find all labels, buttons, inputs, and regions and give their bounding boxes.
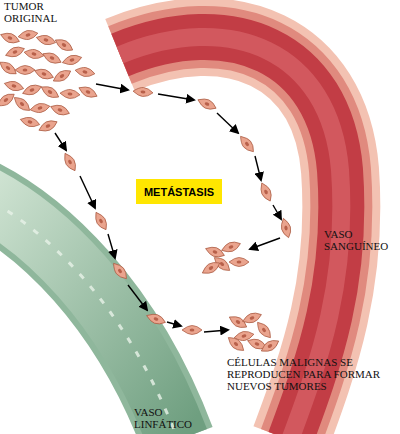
cell xyxy=(11,94,32,114)
cell xyxy=(77,84,99,101)
lymph-vessel xyxy=(0,195,178,434)
cell xyxy=(220,239,242,254)
flow-arrow xyxy=(128,285,147,310)
cell xyxy=(258,181,275,203)
cell xyxy=(110,260,130,281)
cell xyxy=(15,66,35,75)
cell xyxy=(19,115,41,129)
flow-arrow xyxy=(55,133,66,150)
annotation-label: VASO SANGUÍNEO xyxy=(324,228,396,252)
migrating-cells xyxy=(61,87,293,335)
cell xyxy=(229,258,249,267)
annotation-label: VASO LINFÁTICO xyxy=(134,406,214,430)
flow-arrows xyxy=(55,84,281,332)
lymph-texture xyxy=(0,195,178,434)
flow-arrow xyxy=(108,234,115,258)
cell xyxy=(237,133,257,154)
cell xyxy=(0,59,19,78)
box-title: METÁSTASIS xyxy=(144,186,214,198)
cell xyxy=(279,217,293,239)
cell xyxy=(259,337,281,355)
cell xyxy=(21,82,43,97)
title-box: METÁSTASIS xyxy=(136,179,222,204)
cell xyxy=(53,36,75,54)
cell xyxy=(39,83,61,101)
cell xyxy=(0,91,17,110)
cell xyxy=(182,326,202,335)
flow-arrow xyxy=(96,84,128,90)
new-tumor xyxy=(225,310,280,355)
cell xyxy=(0,30,21,45)
flow-arrow xyxy=(273,205,281,219)
cell xyxy=(23,48,44,60)
cell xyxy=(17,29,38,41)
flow-arrow xyxy=(80,176,95,208)
cell xyxy=(29,102,50,114)
tumor-cells xyxy=(0,29,99,134)
flow-arrow xyxy=(250,238,280,249)
cell xyxy=(33,66,55,81)
cell xyxy=(133,87,154,98)
annotation-label: CÉLULAS MALIGNAS SE REPRODUCEN PARA FORM… xyxy=(227,356,397,392)
cell xyxy=(92,210,110,232)
cell xyxy=(254,319,274,340)
lymph-lumen xyxy=(0,195,178,434)
cell xyxy=(49,102,71,117)
annotation-label: TUMOR ORIGINAL xyxy=(4,0,74,24)
flow-arrow xyxy=(158,94,194,100)
cell xyxy=(37,118,59,135)
flow-arrow xyxy=(204,330,228,332)
cell xyxy=(145,311,167,326)
flow-arrow xyxy=(255,156,261,180)
cell xyxy=(4,44,26,59)
cell xyxy=(3,79,25,93)
cell xyxy=(61,151,79,173)
flow-arrow xyxy=(167,322,181,326)
cell xyxy=(60,89,81,100)
new-tumor xyxy=(200,239,249,277)
cell xyxy=(35,33,57,47)
cell xyxy=(51,67,73,85)
cell xyxy=(74,66,95,78)
cell xyxy=(41,50,63,67)
lymph-wall xyxy=(0,195,178,434)
cell xyxy=(225,334,246,354)
cell xyxy=(61,53,83,67)
flow-arrow xyxy=(217,113,238,133)
cell xyxy=(196,96,218,113)
cell xyxy=(200,259,222,277)
